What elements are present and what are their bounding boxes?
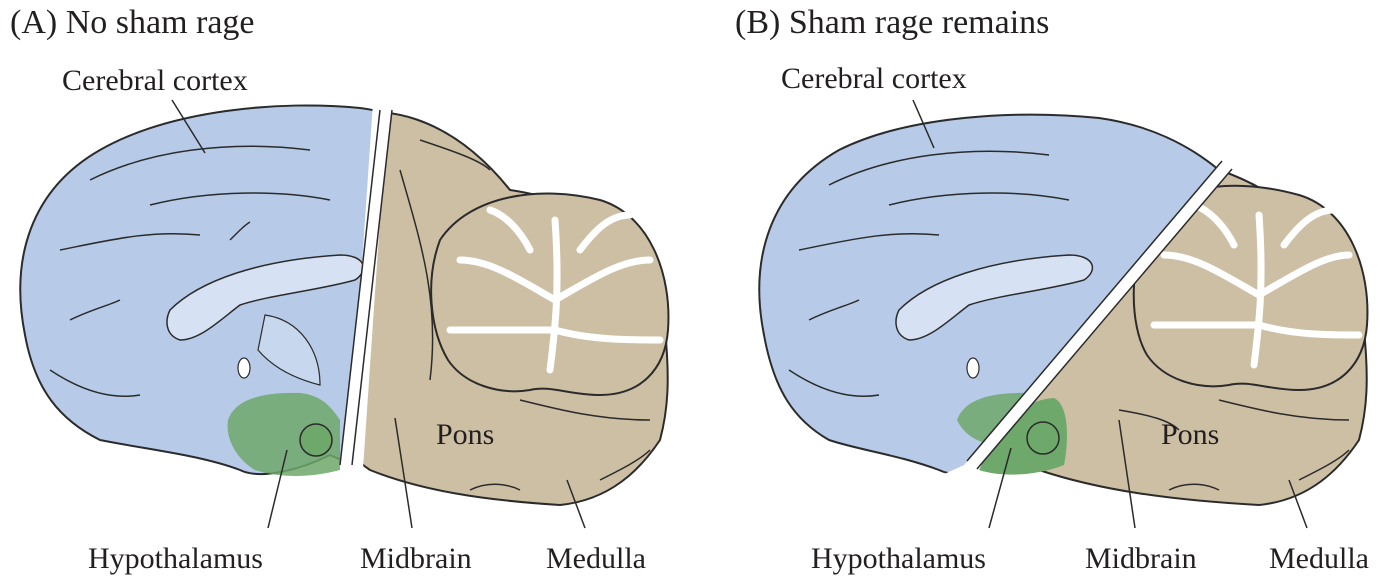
- label-pons: Pons: [1161, 420, 1219, 450]
- label-cerebral-cortex: Cerebral cortex: [781, 64, 967, 94]
- mammillary-body: [1027, 422, 1059, 454]
- cerebellum: [431, 193, 668, 395]
- mammillary-body: [300, 424, 332, 456]
- panel-title: (B) Sham rage remains: [735, 4, 1049, 42]
- label-hypothalamus: Hypothalamus: [88, 544, 263, 574]
- label-cerebral-cortex: Cerebral cortex: [62, 66, 248, 96]
- label-midbrain: Midbrain: [360, 544, 472, 574]
- panel-title: (A) No sham rage: [10, 4, 255, 42]
- label-hypothalamus: Hypothalamus: [811, 544, 986, 574]
- label-midbrain: Midbrain: [1085, 544, 1197, 574]
- label-medulla: Medulla: [1269, 544, 1369, 574]
- panel-sham-rage-remains: (B) Sham rage remains Cerebral cortex Po…: [699, 0, 1397, 586]
- label-medulla: Medulla: [546, 544, 646, 574]
- label-pons: Pons: [436, 420, 494, 450]
- panel-no-sham-rage: (A) No sham rage Cerebral cortex Pons Hy…: [0, 0, 698, 586]
